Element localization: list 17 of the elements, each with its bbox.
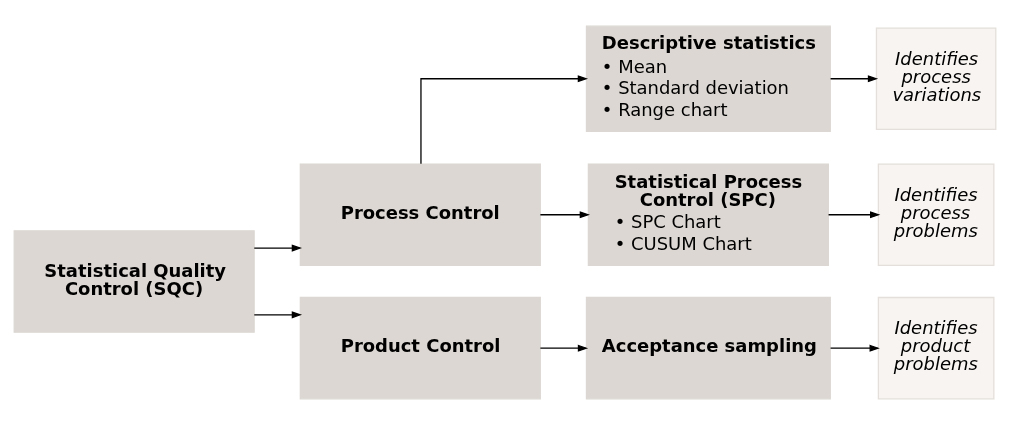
- node-box: Identifies product problems: [877, 296, 995, 400]
- arrow: [829, 344, 880, 352]
- arrow: [827, 211, 881, 219]
- arrow: [539, 211, 590, 219]
- node-box: Acceptance sampling: [585, 296, 831, 400]
- node-box: Product Control: [299, 296, 541, 400]
- node-box: Process Control: [299, 163, 541, 267]
- node-box: Statistical Process Control (SPC) • SPC Chart • CUSUM Chart: [587, 163, 829, 267]
- node-box: Descriptive statistics • Mean • Standard deviation • Range chart: [585, 25, 831, 132]
- arrow: [539, 344, 589, 352]
- node-box: Statistical Quality Control (SQC): [13, 230, 255, 333]
- arrow: [420, 75, 588, 165]
- arrow: [253, 244, 302, 252]
- node-box: Identifies process variations: [875, 27, 997, 131]
- arrow: [253, 311, 302, 319]
- arrow: [829, 75, 879, 83]
- node-box: Identifies process problems: [877, 163, 995, 267]
